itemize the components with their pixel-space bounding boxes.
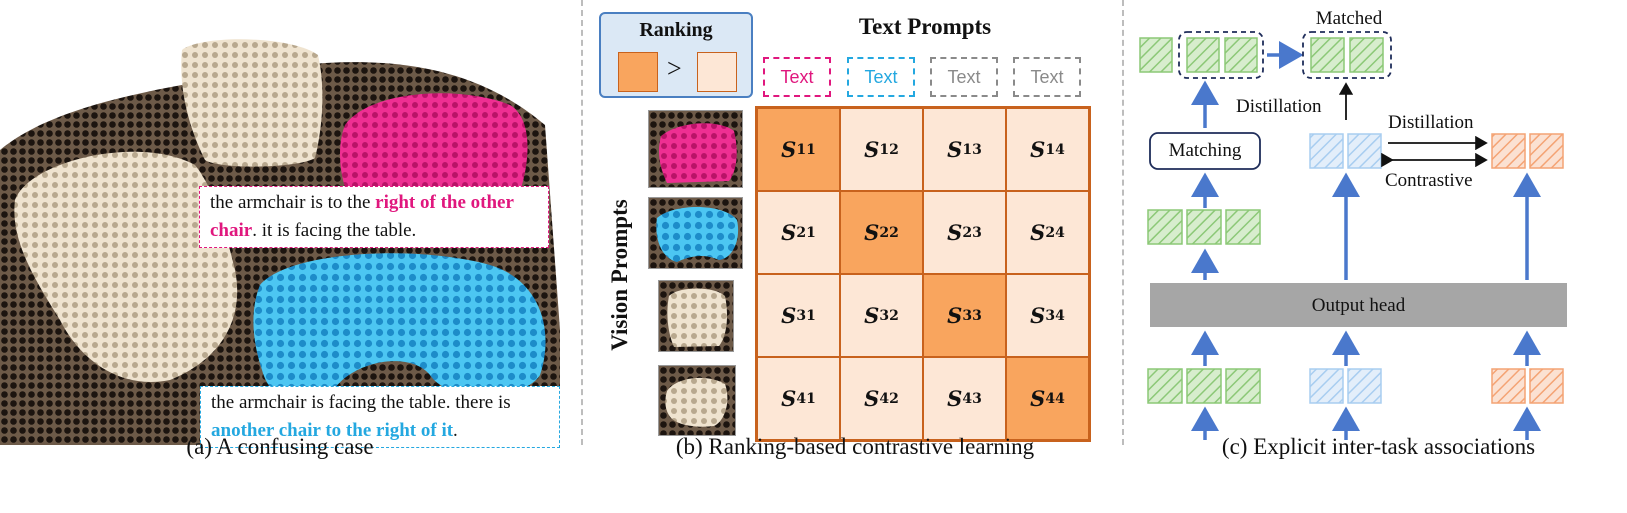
output-head xyxy=(1150,283,1567,327)
ranking-label: Ranking xyxy=(639,19,713,41)
vision-prompt-thumbnail-4 xyxy=(658,365,736,436)
description-text: . it is facing the table. xyxy=(252,220,417,241)
description-text: the armchair is to the xyxy=(210,192,376,213)
description-text: the armchair is facing the table. there … xyxy=(211,392,511,413)
greater-than-symbol: > xyxy=(667,54,682,83)
text-prompt-3: Text xyxy=(930,57,998,97)
matched-label: Matched xyxy=(1315,8,1383,29)
caption-b: (b) Ranking-based contrastive learning xyxy=(675,434,1035,459)
contrastive-label: Contrastive xyxy=(1385,170,1473,191)
output-head-label: Output head xyxy=(1311,295,1406,316)
divider xyxy=(1122,0,1124,445)
divider xyxy=(581,0,583,445)
matched-group-outline xyxy=(1178,31,1264,79)
description-text-box-1: the armchair is to the right of the othe… xyxy=(199,186,549,248)
architecture-diagram xyxy=(1139,31,1567,440)
matched-group-outline xyxy=(1302,31,1392,79)
vision-prompt-thumbnail-3 xyxy=(658,280,734,352)
weak-swatch xyxy=(697,52,737,92)
text-prompts-title: Text Prompts xyxy=(858,14,992,39)
vision-prompt-thumbnail-1 xyxy=(648,110,743,188)
green-token-group xyxy=(1139,37,1173,73)
description-text-box-2: the armchair is facing the table. there … xyxy=(200,386,560,448)
ranking-legend: Ranking > xyxy=(599,12,753,98)
caption-c: (c) Explicit inter-task associations xyxy=(1221,434,1536,459)
vision-prompt-thumbnail-2 xyxy=(648,197,743,269)
highlight-text: right of the other chair xyxy=(210,192,514,241)
vision-prompts-title: Vision Prompts xyxy=(607,199,632,351)
distillation-label: Distillation xyxy=(1388,112,1474,133)
caption-a: (a) A confusing case xyxy=(186,434,374,459)
description-text: . xyxy=(453,420,458,441)
strong-swatch xyxy=(618,52,658,92)
matching-module xyxy=(1149,132,1261,170)
matching-label: Matching xyxy=(1168,140,1242,161)
distillation-label: Distillation xyxy=(1236,96,1322,117)
text-prompt-1: Text xyxy=(763,57,831,97)
text-prompt-4: Text xyxy=(1013,57,1081,97)
text-prompt-2: Text xyxy=(847,57,915,97)
highlight-text: another chair to the right of it xyxy=(211,420,454,441)
